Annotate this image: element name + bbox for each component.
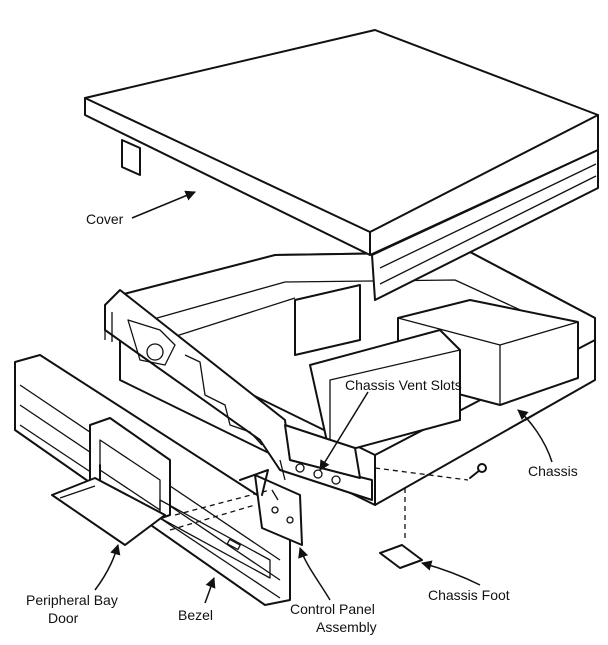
label-chassis-vent-slots: Chassis Vent Slots [345,377,462,393]
control-panel-leader [298,547,331,601]
cover-part [84,29,599,301]
label-bezel: Bezel [178,607,213,623]
label-control-panel-line2: Assembly [316,619,377,635]
chassis-leader [517,409,553,463]
chassis-foot-leader [420,560,481,586]
bezel-leader [204,577,216,604]
peripheral-door-leader [94,543,121,591]
chassis-part [104,251,596,540]
chassis-foot-part [379,544,423,569]
label-chassis: Chassis [528,463,578,479]
control-panel-part [169,459,303,546]
bezel-part [14,354,291,606]
label-peripheral-bay-door-line2: Door [48,610,79,626]
label-cover: Cover [86,211,124,227]
label-peripheral-bay-door-line1: Peripheral Bay [26,592,118,608]
label-control-panel-line1: Control Panel [290,601,375,617]
cover-leader [131,190,196,219]
peripheral-bay-door-part [51,477,166,546]
label-chassis-foot: Chassis Foot [428,587,510,603]
vent-slots-leader [319,391,369,471]
